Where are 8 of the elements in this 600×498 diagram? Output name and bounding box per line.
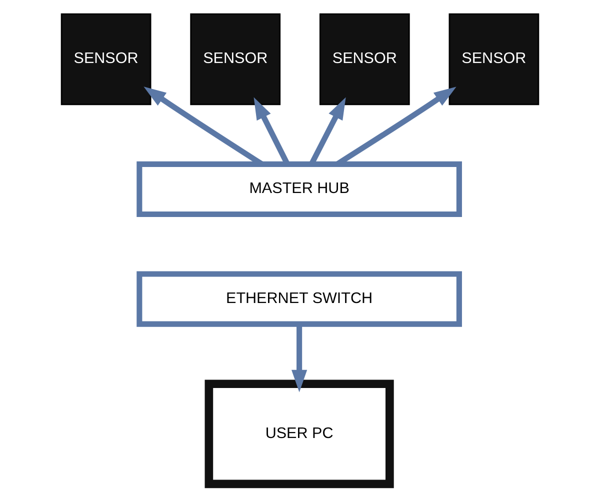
node-box: MASTER HUB: [136, 161, 462, 218]
node-box: SENSOR: [190, 13, 281, 106]
node-box: SENSOR: [319, 13, 410, 106]
node-box: SENSOR: [448, 13, 540, 106]
node-box: SENSOR: [60, 13, 152, 106]
node-box: USER PC: [204, 380, 394, 488]
arrow: [292, 324, 308, 392]
node-box: ETHERNET SWITCH: [136, 271, 462, 327]
